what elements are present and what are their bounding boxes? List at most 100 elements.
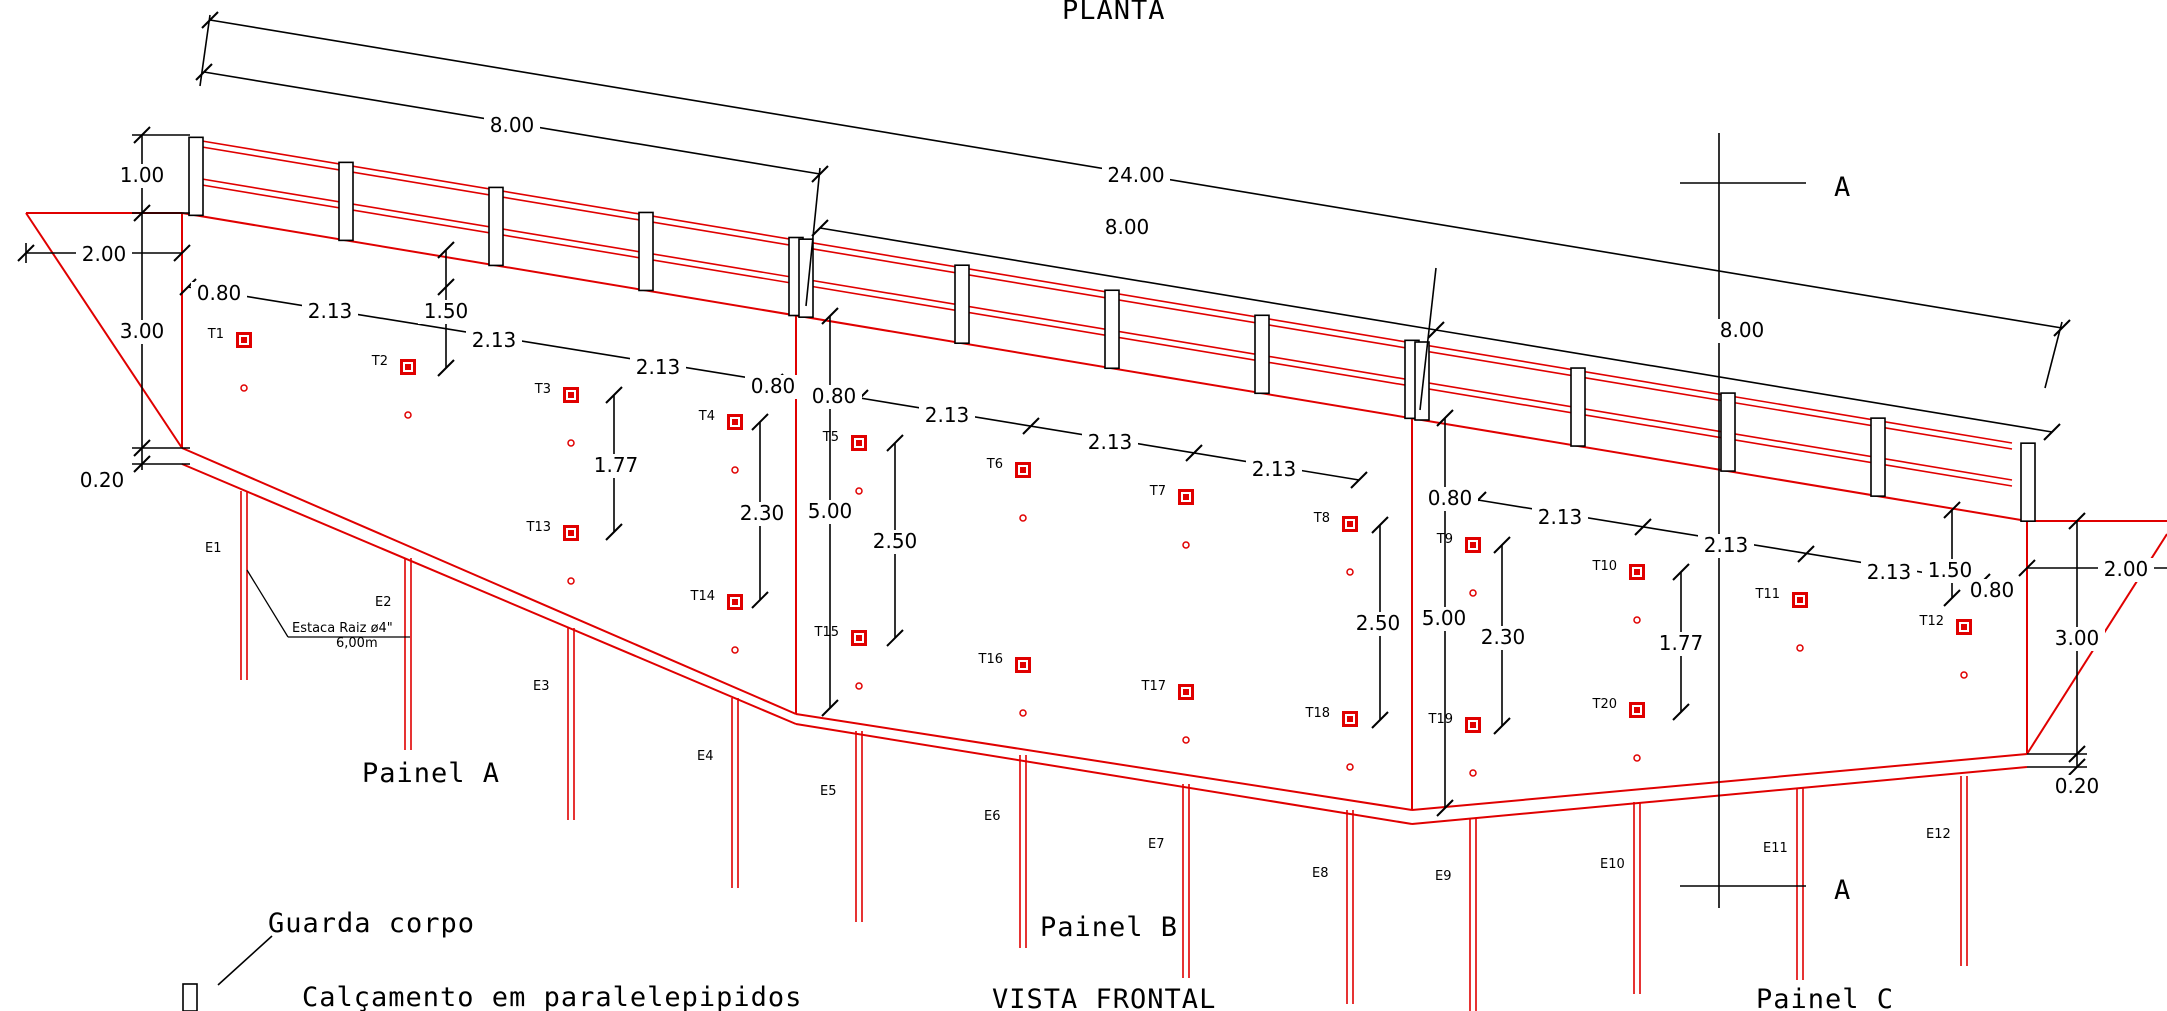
svg-text:1.50: 1.50 [1928,558,1973,582]
tieback-label: T11 [1755,587,1780,602]
dimension-tick [2068,745,2086,763]
tieback-label: T7 [1149,484,1166,499]
tieback-anchor: T1 [207,327,252,392]
svg-text:1.77: 1.77 [1659,631,1704,655]
tieback-anchor: T13 [526,520,579,585]
dimension-tick [179,278,197,296]
dimension-tick [821,699,839,717]
tieback-anchor: T8 [1313,511,1358,576]
dimension-tick [1185,444,1203,462]
svg-text:0.80: 0.80 [1970,578,2015,602]
dimension-tick [1022,417,1040,435]
railing-post [1870,417,1886,497]
dimension-label: 2.50 [867,529,923,554]
dimension-label: 1.50 [418,299,474,324]
planta-title: PLANTA [1062,0,1166,26]
dimension-tick [1436,409,1454,427]
dimension-label: 0.80 [191,281,247,306]
dimension-tick [1371,711,1389,729]
tieback-anchor: T14 [690,589,743,654]
dimension-label: 2.13 [302,299,358,324]
dimension-tick [17,244,35,262]
dimension-label: 8.00 [1099,215,1155,240]
railing-post [2020,442,2036,522]
svg-text:8.00: 8.00 [1720,318,1765,342]
pile-label: E1 [205,541,222,556]
dimension-label: 2.00 [76,242,132,267]
svg-text:2.13: 2.13 [1704,533,1749,557]
railing-post [1570,367,1586,447]
painel-b-label: Painel B [1040,912,1178,943]
svg-text:0.80: 0.80 [1428,486,1473,510]
dimension-tick [1672,563,1690,581]
dimension-label: 24.00 [1102,163,1170,188]
railing-post [488,186,504,267]
svg-text:2.13: 2.13 [636,355,681,379]
dimension-tick [2068,512,2086,530]
railing-post-icon [182,983,198,1011]
tieback-anchor: T18 [1305,706,1358,771]
tieback-anchor: T7 [1149,484,1194,549]
svg-text:0.20: 0.20 [80,468,125,492]
dimension-tick [1797,545,1815,563]
tieback-anchor: T5 [822,430,867,495]
tieback-label: T8 [1313,511,1330,526]
svg-text:1.77: 1.77 [594,453,639,477]
dimension-label: 8.00 [484,113,540,138]
dimension-label: 2.13 [1082,430,1138,455]
dimension-tick [437,359,455,377]
svg-text:1.50: 1.50 [424,299,469,323]
dimension-tick [605,386,623,404]
svg-text:2.50: 2.50 [873,529,918,553]
dimension-tick [751,591,769,609]
dimension-label: 3.00 [2049,626,2105,651]
dimension-tick [133,455,151,473]
svg-text:8.00: 8.00 [490,113,535,137]
svg-text:2.13: 2.13 [1252,457,1297,481]
tieback-label: T13 [526,520,551,535]
dimension-tick [1493,536,1511,554]
dimension-tick [1350,471,1368,489]
svg-text:0.80: 0.80 [812,384,857,408]
tieback-label: T10 [1592,559,1617,574]
svg-text:2.30: 2.30 [740,501,785,525]
dimension-tick [1371,516,1389,534]
railing-post [798,238,814,318]
dimension-label: 3.00 [114,319,170,344]
painel-c-label: Painel C [1756,984,1894,1011]
tieback-anchor: T16 [978,652,1031,717]
tieback-label: T15 [814,625,839,640]
dimension-label: 2.13 [1532,505,1588,530]
railing-post [954,264,970,345]
section-a-top-label: A [1834,172,1851,203]
svg-text:0.80: 0.80 [751,374,796,398]
legend: Guarda corpo Calçamento em paralelepipid… [182,908,801,1011]
dimension-label: 2.00 [2098,557,2154,582]
pile-label: E5 [820,784,837,799]
tieback-anchor: T4 [698,409,743,474]
dimension-tick [437,278,455,296]
dimension-lines [25,14,2167,908]
tieback-anchor: T12 [1919,614,1972,679]
dimension-label: 0.20 [2049,774,2105,799]
railing-post [1254,314,1270,395]
pile-label: E4 [697,749,714,764]
svg-text:2.13: 2.13 [308,299,353,323]
svg-text:2.13: 2.13 [1867,560,1912,584]
dimension-tick [133,439,151,457]
dimension-tick [886,629,904,647]
svg-text:5.00: 5.00 [1422,606,1467,630]
dimension-label: 8.00 [1714,318,1770,343]
tieback-label: T3 [534,382,551,397]
dimension-label: 5.00 [802,499,858,524]
railing-posts [188,136,2036,522]
dimension-label: 1.77 [588,453,644,478]
dimension-tick [1427,321,1445,339]
tieback-label: T2 [371,354,388,369]
dimension-label: 2.50 [1350,611,1406,636]
pile-label: E9 [1435,869,1452,884]
legend-guarda-corpo: Guarda corpo [268,908,475,939]
dimension-ticks [17,11,2086,817]
dimension-tick [1672,703,1690,721]
